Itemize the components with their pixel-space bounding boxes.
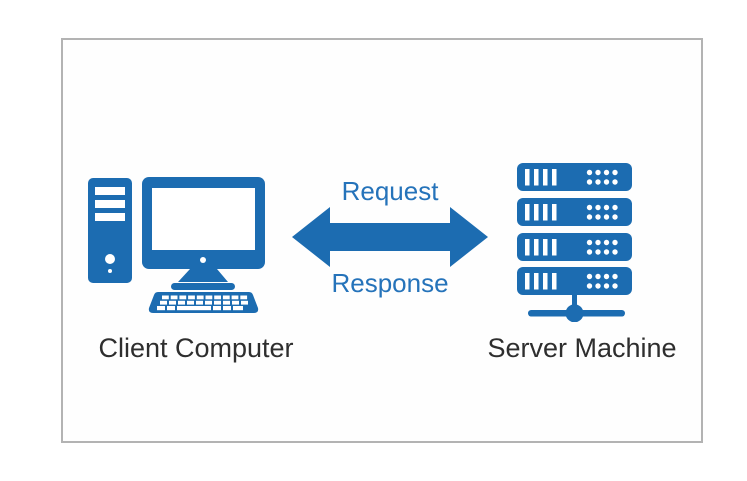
server-network-link <box>528 295 625 322</box>
server-stack-icon <box>517 163 632 322</box>
client-computer-icon <box>88 177 265 313</box>
client-node-label: Client Computer <box>98 333 294 363</box>
request-label: Request <box>341 176 439 206</box>
server-node-label: Server Machine <box>487 333 677 363</box>
double-headed-arrow-icon <box>292 207 488 267</box>
client-tower <box>88 178 132 283</box>
client-monitor <box>142 177 265 290</box>
client-keyboard <box>148 292 259 313</box>
response-label: Response <box>331 268 449 298</box>
